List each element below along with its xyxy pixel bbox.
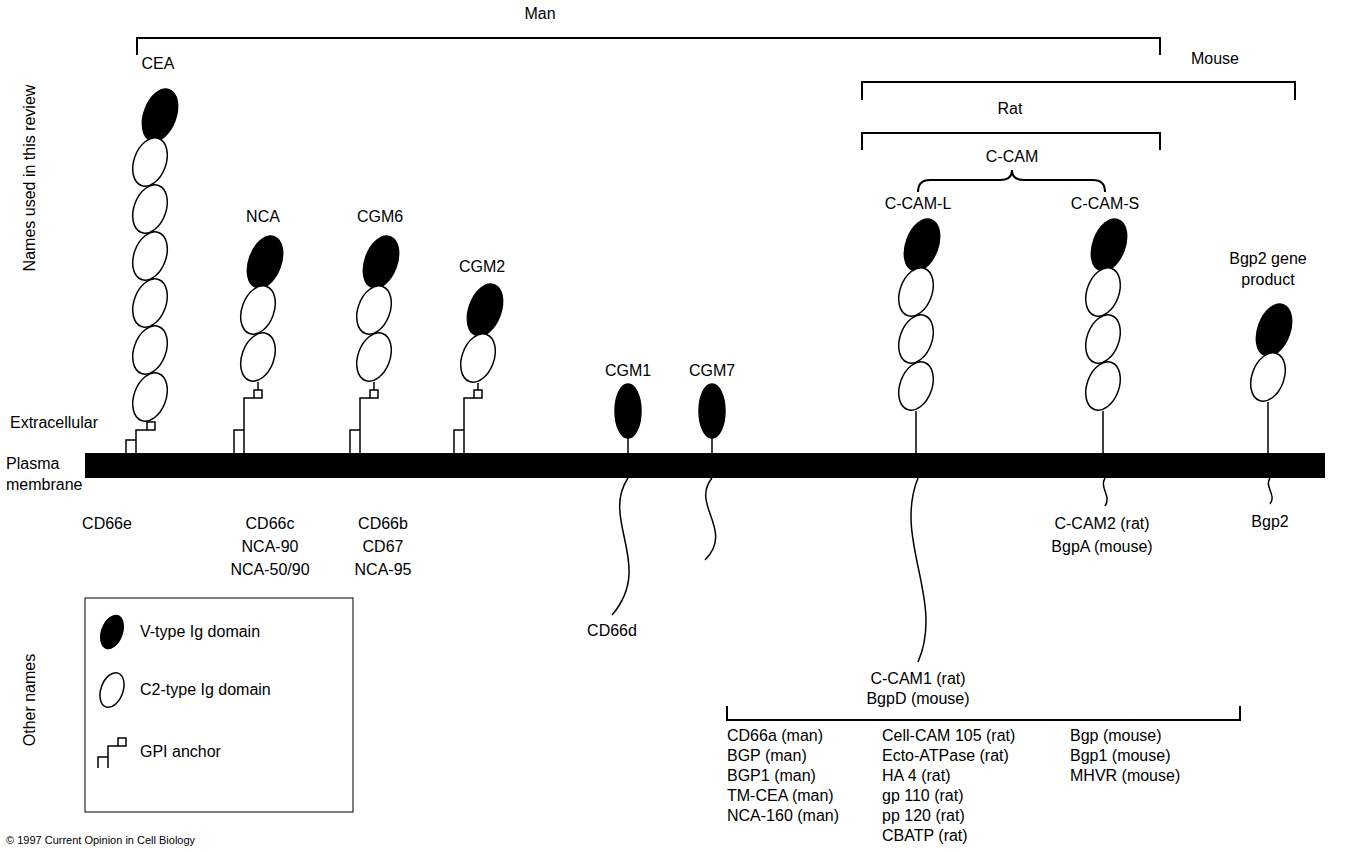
diagram-label: Other names [21,654,39,746]
diagram-label: NCA-95 [355,561,412,579]
diagram-label: CGM2 [459,258,505,276]
diagram-label: MHVR (mouse) [1070,767,1180,785]
diagram-label: Bgp1 (mouse) [1070,747,1171,765]
diagram-label: NCA [246,208,280,226]
diagram-label: BGP1 (man) [727,767,816,785]
diagram-label: Ecto-ATPase (rat) [882,747,1009,765]
diagram-label: BgpA (mouse) [1051,538,1152,556]
diagram-label: Names used in this review [21,85,39,272]
diagram-label: BGP (man) [727,747,807,765]
diagram-label: Man [524,5,555,23]
diagram-label: Rat [998,100,1023,118]
diagram-label: pp 120 (rat) [882,807,965,825]
diagram-label: NCA-160 (man) [727,807,839,825]
diagram-label: HA 4 (rat) [882,767,950,785]
diagram-label: CD66d [587,622,637,640]
diagram-label: Bgp2 gene product [1218,248,1318,290]
diagram-label: NCA-90 [242,538,299,556]
diagram-label: gp 110 (rat) [882,787,964,805]
diagram-label: C-CAM-S [1071,195,1139,213]
diagram-label: CD66a (man) [727,727,823,745]
legend-box [85,598,353,812]
legend-text: V-type Ig domain [140,623,260,641]
diagram-label: CD66b [358,515,408,533]
diagram-label: C-CAM [986,148,1038,166]
diagram-label: Cell-CAM 105 (rat) [882,727,1015,745]
diagram-label: Extracellular [10,414,98,432]
diagram-label: C-CAM-L [885,195,952,213]
diagram-label: CEA [142,55,175,73]
diagram-label: C-CAM1 (rat) [870,670,965,688]
diagram-label: CGM1 [605,362,651,380]
legend-text: C2-type Ig domain [140,681,271,699]
diagram-label: CBATP (rat) [882,827,968,845]
diagram-label: CD66e [82,515,132,533]
diagram-label: C-CAM2 (rat) [1054,515,1149,533]
diagram-label: NCA-50/90 [230,561,309,579]
diagram-label: © 1997 Current Opinion in Cell Biology [6,834,195,847]
diagram-label: Bgp2 [1251,513,1288,531]
diagram-label: CGM7 [689,362,735,380]
diagram-label: CD67 [363,538,404,556]
diagram-label: TM-CEA (man) [727,787,834,805]
diagram-label: BgpD (mouse) [866,690,969,708]
diagram-label: Bgp (mouse) [1070,727,1162,745]
legend-text: GPI anchor [140,743,221,761]
plasma-membrane [85,453,1325,478]
diagram-label: Plasma membrane [6,453,86,495]
diagram-label: CD66c [246,515,295,533]
diagram-label: Mouse [1191,50,1239,68]
diagram-label: CGM6 [357,208,403,226]
ig-domains [126,84,1298,438]
